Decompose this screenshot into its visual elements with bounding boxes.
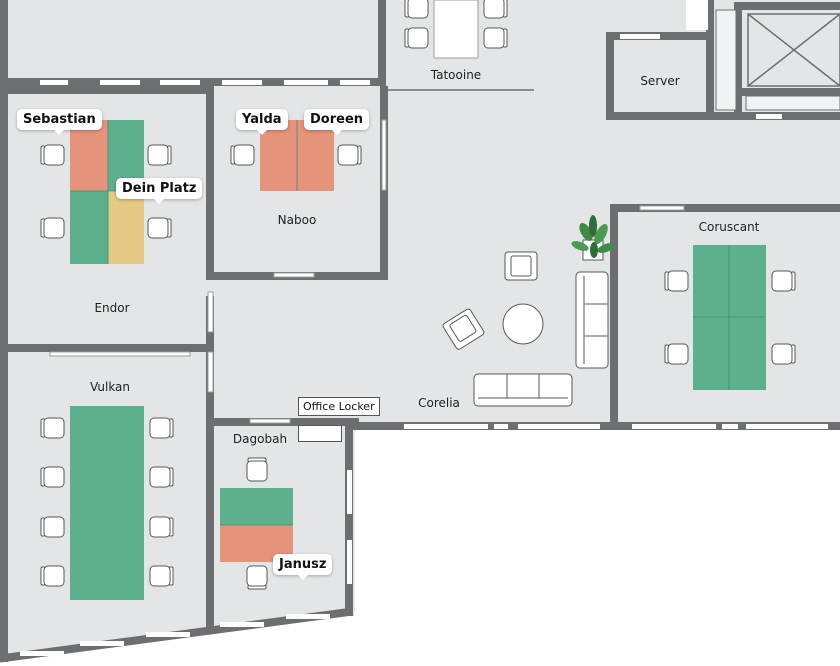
chair-icon	[664, 343, 689, 365]
chair-icon	[483, 27, 508, 49]
plant-icon	[571, 215, 615, 261]
lobby-furniture	[442, 251, 609, 407]
elevator-icon	[747, 13, 840, 87]
desk-coruscant	[693, 245, 766, 390]
desk-dividers	[70, 120, 766, 526]
chair-icon	[147, 144, 172, 166]
chair-icon	[246, 457, 268, 482]
desk-tag-yalda[interactable]: Yalda	[236, 109, 288, 135]
chair-icon	[40, 417, 65, 439]
chair-icon	[771, 270, 796, 292]
chair-icon	[404, 0, 429, 19]
chair-icon	[337, 144, 362, 166]
armchair-icon	[442, 308, 485, 350]
desk-tag-dein-platz[interactable]: Dein Platz	[116, 178, 203, 204]
sofa-icon	[473, 373, 573, 407]
chair-icon	[40, 217, 65, 239]
desk-tag-doreen[interactable]: Doreen	[304, 109, 370, 135]
chair-icon	[40, 565, 65, 587]
room-label-endor: Endor	[94, 301, 129, 315]
room-label-coruscant: Coruscant	[699, 220, 760, 234]
windows	[20, 0, 828, 656]
desk-sebastian	[70, 120, 108, 191]
desk-dein-platz	[108, 191, 144, 264]
desk-doreen	[297, 120, 334, 191]
chair-icon	[246, 565, 268, 590]
chair-icon	[149, 466, 174, 488]
doors	[49, 119, 685, 424]
chair-icon	[40, 466, 65, 488]
room-label-server: Server	[640, 74, 679, 88]
chair-icon	[404, 27, 429, 49]
chair-icon	[40, 516, 65, 538]
office-locker-box	[298, 425, 342, 442]
chair-icon	[40, 144, 65, 166]
room-label-naboo: Naboo	[278, 213, 317, 227]
desk-tag-janusz[interactable]: Janusz	[273, 554, 333, 580]
desks	[70, 120, 766, 600]
desk-endor-free-2	[70, 191, 108, 264]
chair-icon	[149, 417, 174, 439]
table-tatooine	[433, 0, 479, 59]
room-label-tatooine: Tatooine	[430, 68, 481, 82]
room-label-vulkan: Vulkan	[90, 380, 130, 394]
round-table-icon	[502, 303, 544, 345]
chair-icon	[230, 144, 255, 166]
chair-icon	[483, 0, 508, 19]
chair-icon	[149, 516, 174, 538]
room-label-dagobah: Dagobah	[233, 432, 287, 446]
office-locker-label: Office Locker	[298, 397, 380, 416]
chair-icon	[664, 270, 689, 292]
chairs	[40, 0, 796, 590]
armchair-icon	[504, 251, 538, 281]
chair-icon	[771, 343, 796, 365]
desk-tag-sebastian[interactable]: Sebastian	[17, 109, 102, 135]
chair-icon	[147, 217, 172, 239]
chair-icon	[149, 565, 174, 587]
room-label-corelia: Corelia	[418, 396, 460, 410]
desk-vulkan	[70, 406, 144, 600]
desk-dagobah-free	[220, 488, 293, 525]
sofa-icon	[575, 271, 609, 369]
